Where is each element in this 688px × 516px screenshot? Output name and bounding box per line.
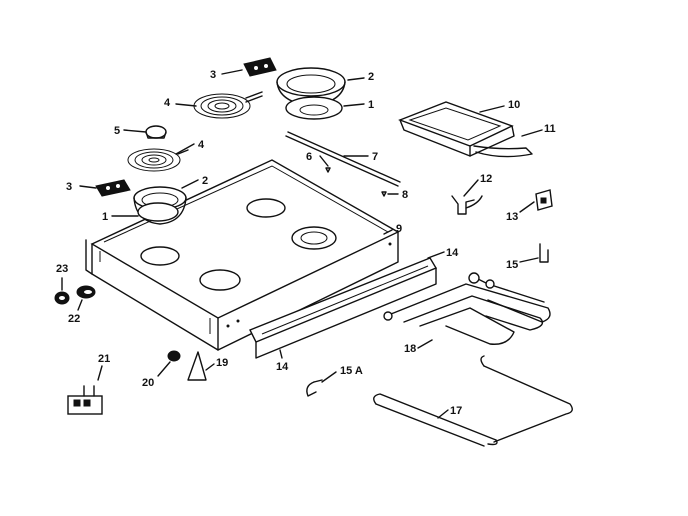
label-6: 6 bbox=[306, 151, 312, 163]
label-1-lower: 1 bbox=[102, 211, 108, 223]
label-10: 10 bbox=[508, 99, 520, 111]
label-5: 5 bbox=[114, 125, 120, 137]
label-14-lower: 14 bbox=[276, 361, 289, 373]
part-23 bbox=[54, 291, 70, 305]
label-22: 22 bbox=[68, 313, 80, 325]
part-22 bbox=[76, 285, 96, 299]
part-19 bbox=[187, 351, 207, 381]
surface-element-lower bbox=[127, 148, 189, 172]
label-17: 17 bbox=[450, 405, 462, 417]
label-11: 11 bbox=[544, 123, 556, 135]
label-7: 7 bbox=[372, 151, 378, 163]
clip-15 bbox=[539, 243, 549, 263]
label-13: 13 bbox=[506, 211, 518, 223]
griddle bbox=[398, 101, 533, 158]
label-12: 12 bbox=[480, 173, 492, 185]
hinge-rod bbox=[285, 131, 401, 187]
broil-rack bbox=[373, 355, 573, 447]
terminal-block-lower bbox=[95, 179, 131, 197]
label-8: 8 bbox=[402, 189, 408, 201]
part-21 bbox=[67, 385, 103, 415]
label-3-lower: 3 bbox=[66, 181, 72, 193]
part-15a bbox=[306, 379, 323, 397]
label-3-upper: 3 bbox=[210, 69, 216, 81]
knob-part bbox=[145, 125, 167, 139]
leader-arrows bbox=[61, 69, 543, 419]
bracket-13 bbox=[535, 189, 553, 211]
label-2-upper: 2 bbox=[368, 71, 374, 83]
label-2-lower: 2 bbox=[202, 175, 208, 187]
drip-bowl-lower bbox=[133, 186, 187, 225]
terminal-block-upper bbox=[243, 57, 277, 77]
label-18: 18 bbox=[404, 343, 416, 355]
label-19: 19 bbox=[216, 357, 228, 369]
label-23: 23 bbox=[56, 263, 68, 275]
bracket-12 bbox=[451, 195, 483, 215]
label-9: 9 bbox=[396, 223, 402, 235]
front-trim-strip bbox=[249, 257, 438, 359]
label-21: 21 bbox=[98, 353, 110, 365]
label-4-lower: 4 bbox=[198, 139, 205, 151]
label-15: 15 bbox=[506, 259, 518, 271]
small-screw-8 bbox=[381, 191, 387, 197]
label-15a: 15 A bbox=[340, 365, 363, 377]
cooktop-main-top bbox=[85, 159, 400, 351]
small-screw-6 bbox=[325, 167, 331, 173]
label-20: 20 bbox=[142, 377, 154, 389]
bake-element bbox=[383, 272, 551, 345]
label-1-upper: 1 bbox=[368, 99, 374, 111]
drip-bowl-upper bbox=[276, 67, 346, 120]
label-4-upper: 4 bbox=[164, 97, 171, 109]
part-20 bbox=[167, 350, 181, 362]
surface-element-upper bbox=[193, 91, 263, 119]
label-14-upper: 14 bbox=[446, 247, 459, 259]
